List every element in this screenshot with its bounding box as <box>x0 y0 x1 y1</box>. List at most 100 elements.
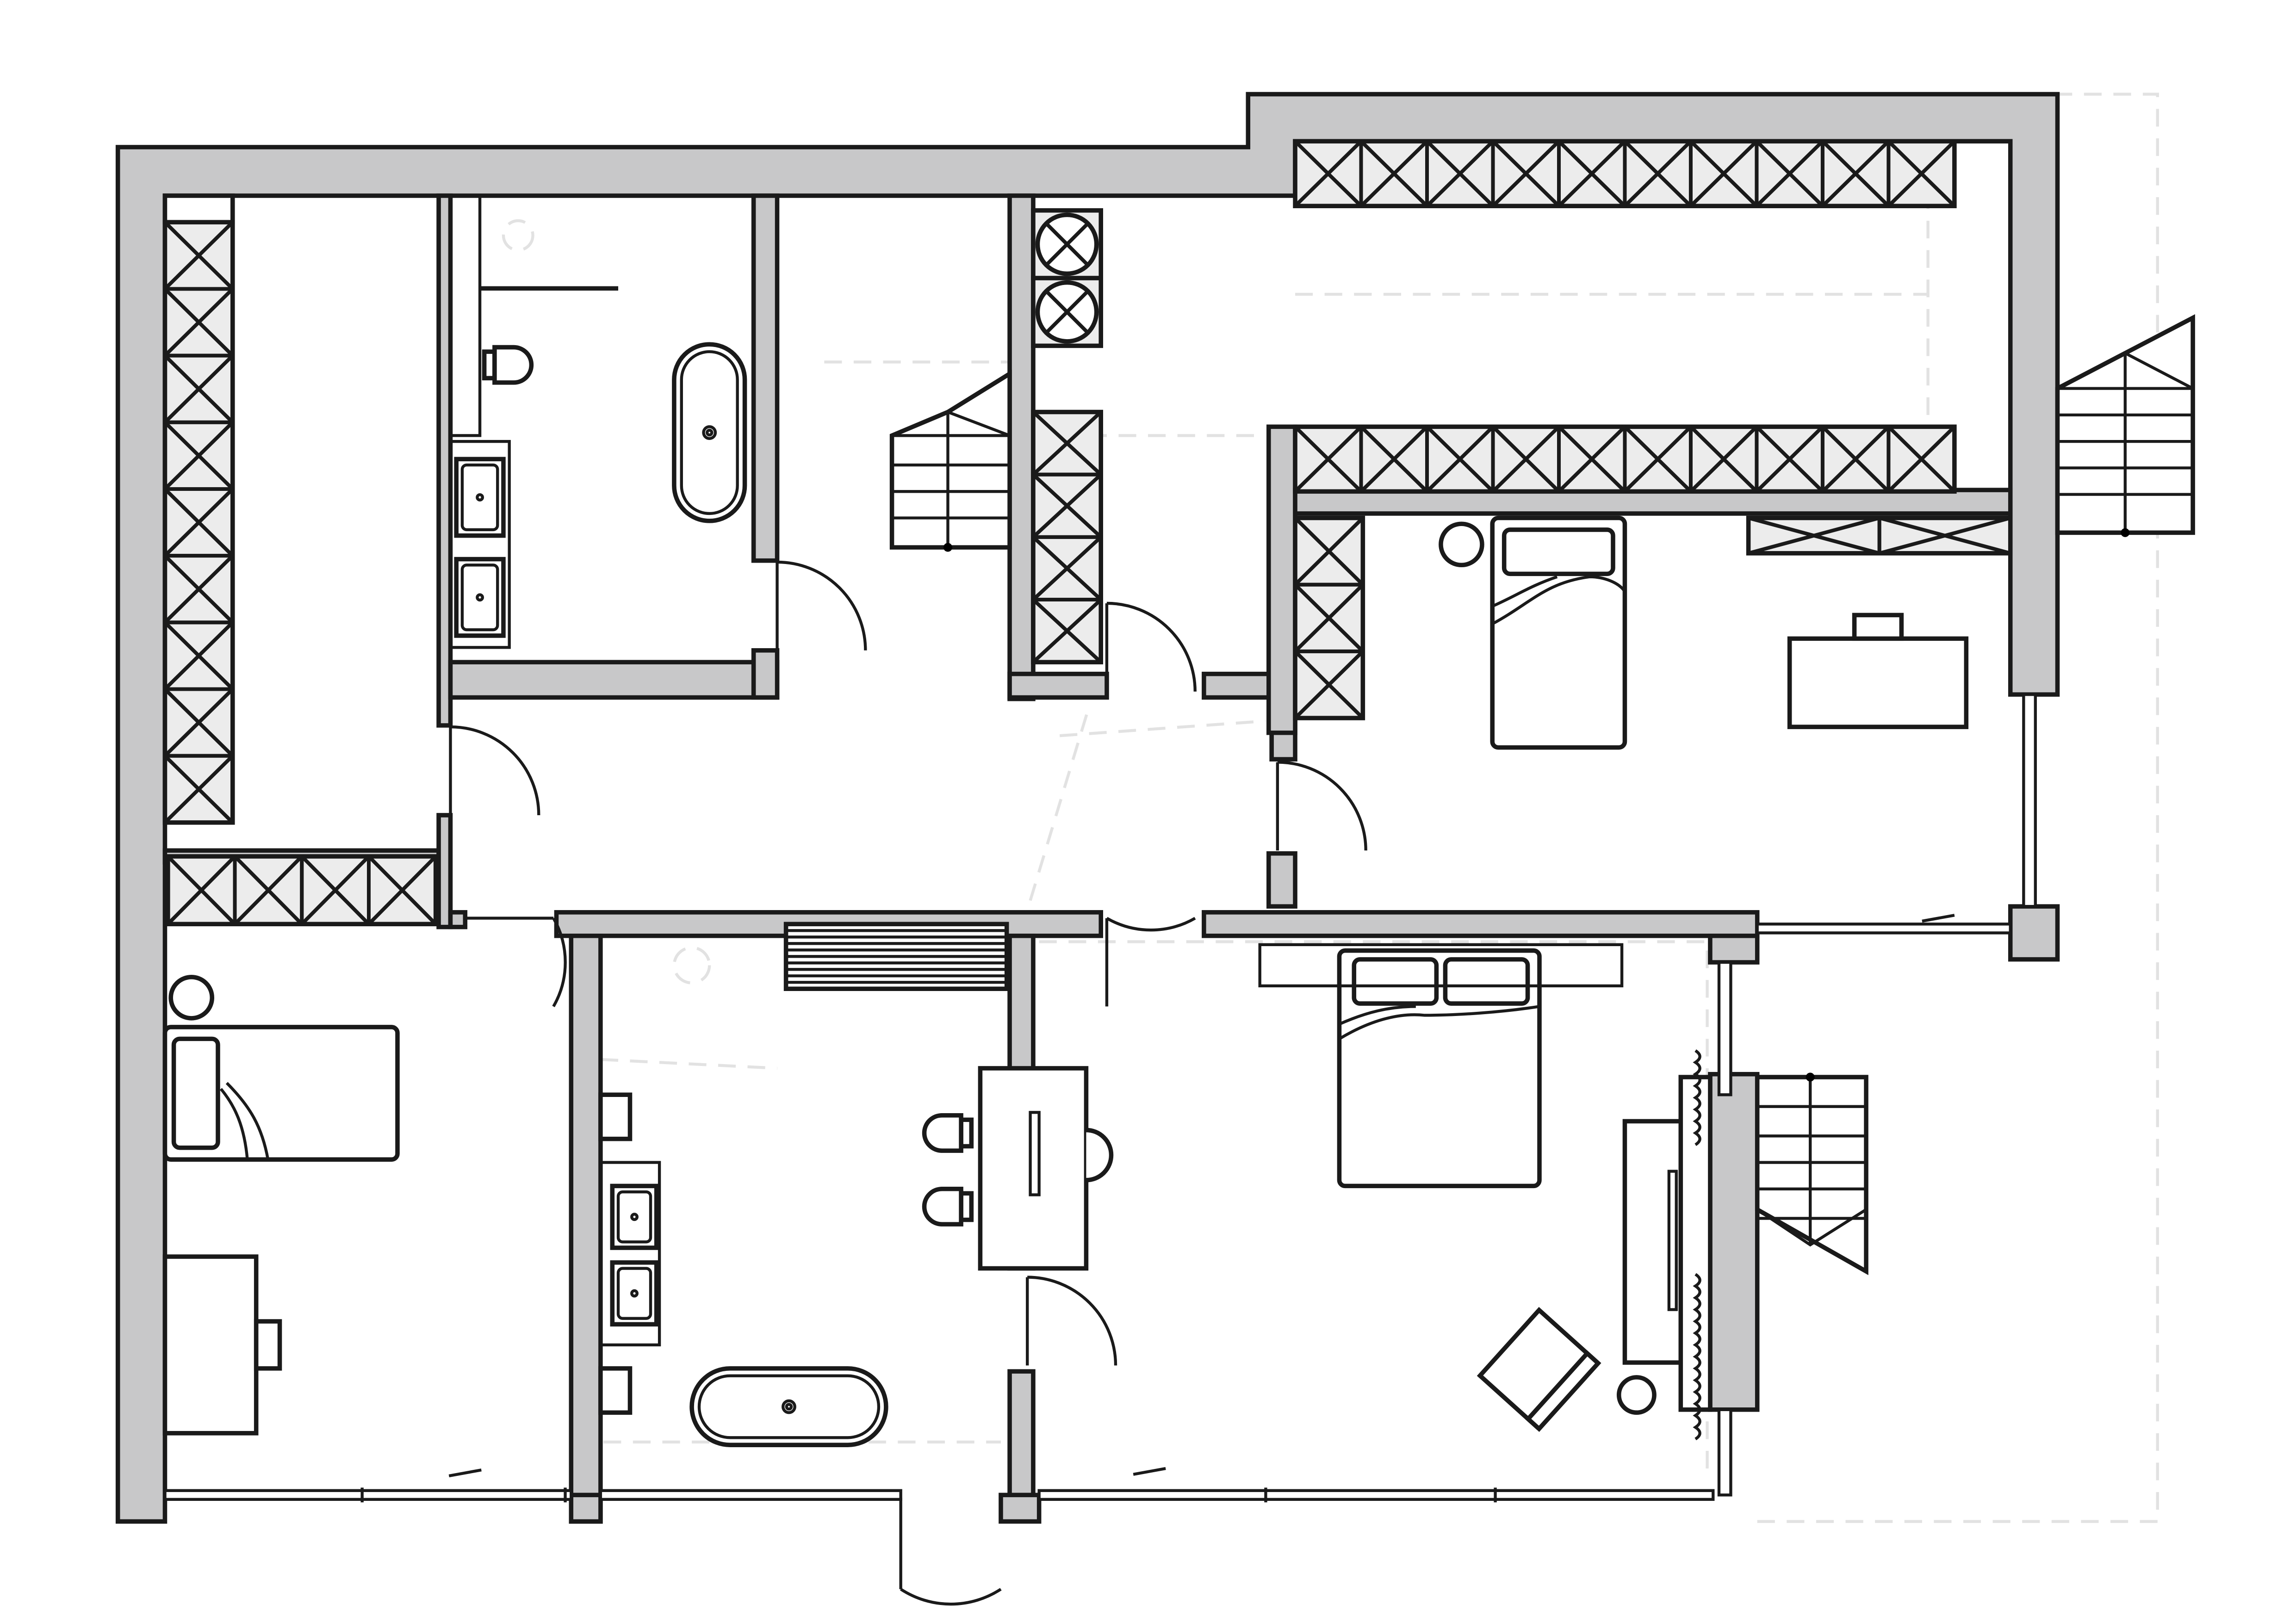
wall-segment <box>436 813 453 929</box>
staircase-icon <box>889 370 1012 552</box>
wall-segment <box>1007 671 1109 700</box>
chair-icon <box>1086 1127 1114 1183</box>
wardrobe-diagonal <box>1755 425 1824 493</box>
door-arc <box>450 725 540 815</box>
built-in-wardrobe-icon <box>1031 409 1103 664</box>
tub-outer <box>689 1366 888 1447</box>
wardrobe-diagonal <box>163 354 234 424</box>
wardrobe-diagonal <box>1748 516 1880 555</box>
wardrobe-diagonal <box>163 221 234 291</box>
wardrobe-diagonal <box>1623 425 1692 493</box>
wardrobe-diagonal <box>1294 583 1365 653</box>
basin-bowl <box>616 1190 652 1244</box>
wardrobe-diagonal <box>1294 516 1365 586</box>
toilet-bowl <box>492 345 534 385</box>
wardrobe-module <box>1293 649 1365 720</box>
desk-rail <box>1029 1111 1041 1196</box>
wardrobe-diagonal <box>1032 410 1102 476</box>
wardrobe-diagonal <box>1032 473 1102 539</box>
basin-drain <box>630 1213 639 1221</box>
radiator-icon <box>1693 1049 1701 1146</box>
shower-head <box>672 946 711 985</box>
wardrobe-diagonal <box>367 855 437 926</box>
wardrobe-module <box>1877 516 2012 555</box>
wardrobe-diagonal <box>1294 650 1365 719</box>
door-arc <box>1277 761 1367 851</box>
door-swing-icon <box>776 560 867 650</box>
door-swing-icon <box>465 917 567 1007</box>
built-in-wardrobe-icon <box>1293 424 1957 494</box>
radiator-coil <box>1693 1273 1701 1441</box>
wardrobe-diagonal <box>163 754 234 824</box>
door-arc <box>1106 917 1196 932</box>
shower-wall <box>449 194 482 437</box>
wardrobe-module <box>1886 425 1956 494</box>
bed-frame <box>162 1025 400 1162</box>
pillow <box>1443 957 1530 1006</box>
wardrobe-diagonal <box>1887 140 1956 208</box>
washbasin-icon <box>610 1183 659 1250</box>
bathtub-icon <box>672 342 747 523</box>
window-icon <box>599 1489 902 1501</box>
wall-segment <box>569 1493 603 1524</box>
stair-arrow-dot <box>943 543 953 552</box>
window-icon <box>1717 1408 1732 1497</box>
wardrobe-module <box>1031 598 1103 664</box>
staircase-icon <box>783 922 1009 991</box>
wardrobe-module <box>366 855 438 926</box>
basin-bowl <box>616 1267 652 1320</box>
exterior-wall <box>115 92 2060 1524</box>
tv-unit-icon <box>1622 1119 1686 1365</box>
wardrobe-diagonal <box>1426 425 1495 493</box>
tub-inner <box>697 1374 881 1439</box>
wardrobe-diagonal <box>1879 516 2011 555</box>
wall-segment <box>1708 933 1760 965</box>
side-table-icon <box>1616 1375 1657 1415</box>
headboard <box>1258 943 1624 988</box>
wardrobe-diagonal <box>300 855 370 926</box>
toilet-icon <box>922 1113 974 1153</box>
windows <box>163 693 2037 1503</box>
wardrobe-cap <box>162 193 235 225</box>
bed-cover-fold <box>1491 575 1558 608</box>
sliding-door-mark <box>448 914 1955 1478</box>
window-icon <box>1717 960 1732 1096</box>
bed-cover <box>1338 1005 1540 1041</box>
vanity <box>454 557 506 638</box>
wardrobe-diagonal <box>1689 140 1758 208</box>
door-swing-icon <box>449 725 540 815</box>
door-arc <box>1106 601 1197 692</box>
desk-icon <box>162 1254 259 1436</box>
ventilated-cabinet-icon <box>1031 276 1103 348</box>
bathtub-icon <box>689 1366 888 1447</box>
wall-segment <box>1202 671 1274 700</box>
wall-segment <box>1007 193 1036 701</box>
door-swing-icon <box>1026 1276 1117 1366</box>
window-icon <box>1037 1489 1715 1501</box>
basin-drain <box>476 493 484 502</box>
built-in-wardrobe-icon <box>162 220 235 825</box>
tub-drain-center <box>705 428 714 437</box>
wardrobe-diagonal <box>1558 425 1626 493</box>
stair-outline <box>889 370 1012 550</box>
window-icon <box>2022 693 2037 908</box>
tub-outer <box>672 342 747 523</box>
desk-icon <box>978 1066 1089 1271</box>
double-bed-icon <box>1337 948 1542 1189</box>
stair-arrow-dot <box>1806 1072 1815 1082</box>
chair-back <box>1525 1350 1601 1432</box>
staircases <box>783 314 2195 1276</box>
chair-icon <box>1852 613 1904 641</box>
cabinet-icon <box>598 1366 633 1415</box>
wardrobe-diagonal <box>1755 140 1824 208</box>
built-in-wardrobe-icon <box>1293 515 1365 720</box>
vanity <box>454 457 506 538</box>
pillow <box>1352 957 1439 1006</box>
door-arc <box>777 560 867 650</box>
door-arc <box>900 1588 1002 1606</box>
pillow <box>171 1036 220 1150</box>
cabinet-diagonal <box>1045 222 1089 266</box>
wardrobe-diagonal <box>1623 140 1692 208</box>
wall-segment <box>569 933 603 1524</box>
door-arc <box>552 917 567 1007</box>
